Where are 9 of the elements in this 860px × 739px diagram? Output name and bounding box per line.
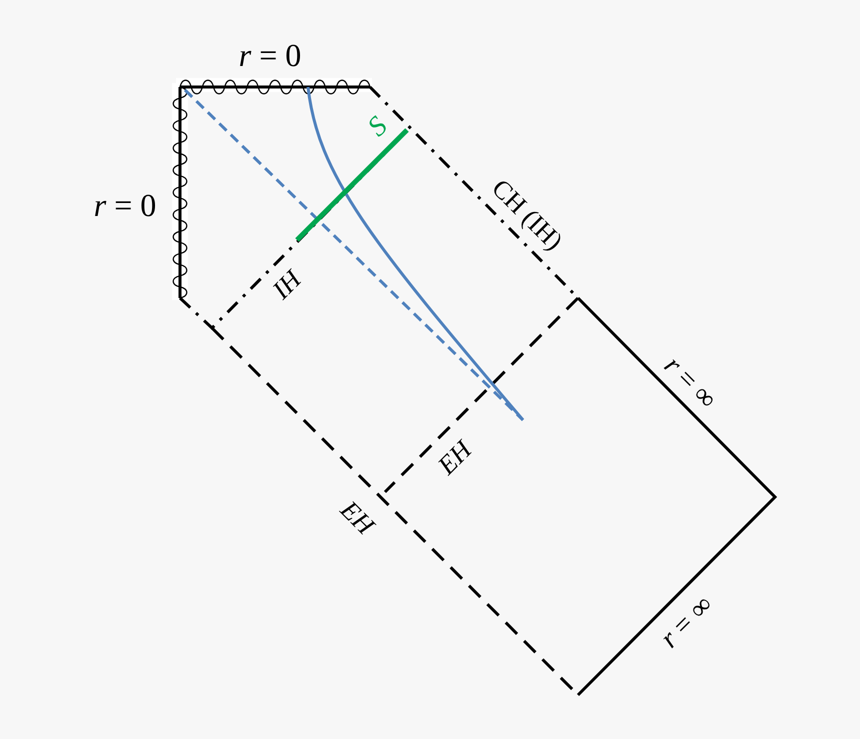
horizon-label: EH (336, 496, 378, 540)
boundary-label: r = 0 (94, 189, 156, 221)
horizon-label: EH (434, 436, 476, 480)
surface-label: S (363, 112, 393, 142)
boundary-label: r = 0 (238, 39, 302, 71)
horizon-label: IH (268, 266, 306, 304)
horizon-label: CH (IH) (486, 174, 568, 256)
infinity-label: r = ∞ (658, 352, 722, 414)
infinity-label: r = ∞ (656, 590, 718, 654)
